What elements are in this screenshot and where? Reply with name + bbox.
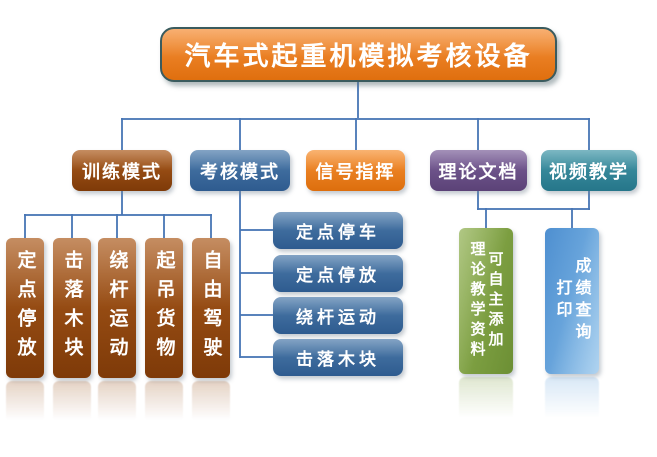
branch-training-node: 训练模式 bbox=[72, 150, 172, 191]
branch-assessment-node: 考核模式 bbox=[190, 150, 290, 191]
connector-assessment-stub-2 bbox=[240, 272, 274, 274]
training-child-label-1: 定点停放 bbox=[14, 250, 37, 366]
root-node: 汽车式起重机模拟考核设备 bbox=[160, 27, 557, 82]
branch-signal-node: 信号指挥 bbox=[306, 150, 405, 191]
branch-training-label: 训练模式 bbox=[82, 161, 162, 183]
root-node-label: 汽车式起重机模拟考核设备 bbox=[184, 42, 533, 72]
assessment-child-node-2: 定点停放 bbox=[273, 255, 403, 292]
connector-drop-assessment bbox=[239, 118, 241, 151]
connector-drop-score-card bbox=[571, 208, 573, 229]
connector-assessment-spine bbox=[239, 191, 241, 358]
training-child-label-2: 击落木块 bbox=[61, 250, 84, 366]
branch-signal-label: 信号指挥 bbox=[315, 161, 396, 183]
connector-training-drop-3 bbox=[116, 214, 118, 239]
theory-card-node: 理论教学资料 可自主添加 bbox=[459, 228, 513, 374]
connector-training-drop-4 bbox=[163, 214, 165, 239]
training-child-label-5: 自由驾驶 bbox=[200, 250, 223, 366]
reflection bbox=[192, 381, 230, 427]
connector-assessment-stub-4 bbox=[240, 356, 274, 358]
reflection bbox=[545, 377, 599, 425]
assessment-child-label-4: 击落木块 bbox=[296, 350, 380, 370]
assessment-child-label-3: 绕杆运动 bbox=[296, 308, 380, 328]
reflection bbox=[459, 377, 513, 425]
theory-card-right-column: 可自主添加 bbox=[486, 251, 505, 351]
connector-training-drop-5 bbox=[210, 214, 212, 239]
connector-assessment-stub-3 bbox=[240, 314, 274, 316]
assessment-child-node-3: 绕杆运动 bbox=[273, 297, 403, 334]
assessment-child-node-1: 定点停车 bbox=[273, 212, 403, 249]
branch-theory-label: 理论文档 bbox=[438, 161, 519, 183]
connector-theory-stem bbox=[477, 191, 479, 210]
assessment-child-node-4: 击落木块 bbox=[273, 339, 403, 376]
reflection bbox=[6, 381, 44, 427]
score-card-node: 打印 成绩查询 bbox=[545, 228, 599, 374]
reflection bbox=[98, 381, 136, 427]
connector-training-stem bbox=[121, 191, 123, 215]
connector-training-rail bbox=[24, 214, 212, 216]
training-child-node-5: 自由驾驶 bbox=[192, 238, 230, 378]
training-child-node-4: 起吊货物 bbox=[145, 238, 183, 378]
connector-training-drop-1 bbox=[24, 214, 26, 239]
training-child-label-3: 绕杆运动 bbox=[106, 250, 129, 366]
training-child-node-2: 击落木块 bbox=[53, 238, 91, 378]
reflection bbox=[53, 381, 91, 427]
connector-assessment-stub-1 bbox=[240, 229, 274, 231]
score-card-left-column: 打印 bbox=[553, 279, 573, 323]
assessment-child-label-2: 定点停放 bbox=[296, 266, 380, 286]
score-card-right-column: 成绩查询 bbox=[572, 257, 592, 345]
reflection bbox=[145, 381, 183, 427]
training-child-node-1: 定点停放 bbox=[6, 238, 44, 378]
branch-video-node: 视频教学 bbox=[541, 150, 637, 191]
branch-assessment-label: 考核模式 bbox=[200, 161, 280, 183]
connector-drop-training bbox=[121, 118, 123, 151]
connector-drop-video bbox=[588, 118, 590, 151]
connector-training-drop-2 bbox=[71, 214, 73, 239]
theory-card-left-column: 理论教学资料 bbox=[468, 241, 487, 361]
connector-drop-theory bbox=[477, 118, 479, 151]
training-child-node-3: 绕杆运动 bbox=[98, 238, 136, 378]
branch-theory-node: 理论文档 bbox=[430, 150, 527, 191]
connector-drop-signal bbox=[355, 118, 357, 151]
connector-root-stem bbox=[357, 82, 359, 118]
branch-video-label: 视频教学 bbox=[549, 161, 629, 183]
connector-right-rail bbox=[477, 208, 590, 210]
assessment-child-label-1: 定点停车 bbox=[296, 223, 380, 243]
connector-video-stem bbox=[588, 191, 590, 210]
connector-drop-theory-card bbox=[485, 208, 487, 229]
training-child-label-4: 起吊货物 bbox=[153, 250, 176, 366]
